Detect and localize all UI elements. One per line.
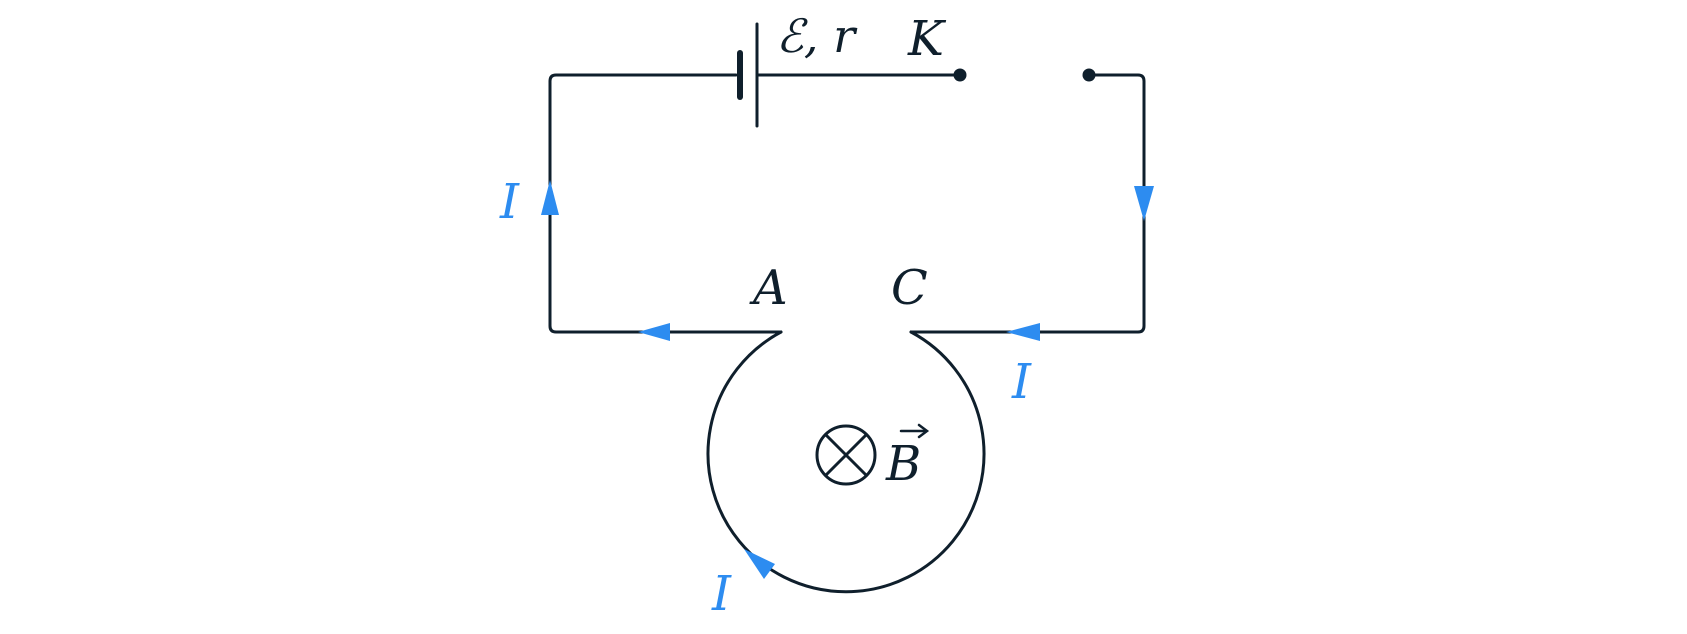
current-arrow-left-up bbox=[541, 180, 559, 215]
switch-contact-left bbox=[953, 68, 967, 82]
switch-label: K bbox=[907, 11, 947, 67]
wire-right-segment bbox=[909, 73, 1146, 334]
current-arrow-right-down bbox=[1134, 186, 1154, 221]
cross-in-circle-icon bbox=[815, 424, 877, 486]
current-label-right: I bbox=[1011, 354, 1032, 410]
current-label-left: I bbox=[499, 174, 520, 230]
arrow-right-icon bbox=[899, 423, 930, 439]
point-c-label: C bbox=[891, 260, 928, 316]
current-arrow-loop bbox=[744, 549, 775, 579]
current-arrow-bottom-right bbox=[1006, 323, 1040, 341]
current-arrow-bottom-left bbox=[638, 323, 670, 341]
field-label: B bbox=[885, 436, 921, 492]
switch-contact-right bbox=[1082, 68, 1096, 82]
point-a-label: A bbox=[749, 260, 788, 316]
emf-label: ℰ, r bbox=[776, 9, 858, 63]
wire-left-segment bbox=[548, 73, 783, 334]
current-label-loop: I bbox=[711, 566, 732, 622]
wire-loop bbox=[706, 330, 986, 594]
